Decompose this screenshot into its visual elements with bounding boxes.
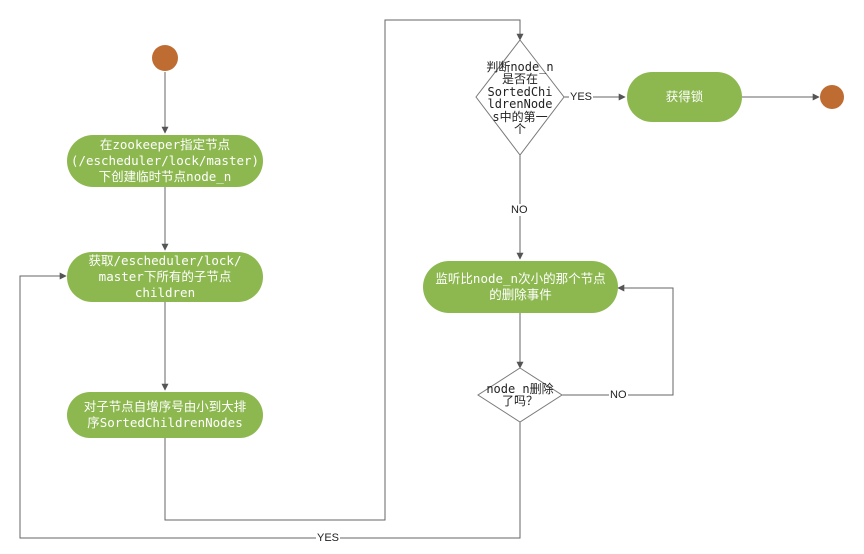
text-line: 个 — [513, 122, 526, 136]
check-deleted-text: node_n删除了吗？ — [478, 378, 562, 412]
text-line: 监听比node_n次小的那个节点 — [435, 271, 606, 286]
text-line: 了吗？ — [501, 394, 538, 408]
edge-label-yes-back: YES — [316, 532, 341, 544]
create-node-shape — [67, 135, 263, 187]
edge-deleted-yes-back — [19, 272, 521, 539]
text-line: (/escheduler/lock/master) — [70, 153, 260, 168]
text-line: s中的第一 — [492, 109, 548, 124]
text-line: 获取/escheduler/lock/ — [88, 253, 242, 268]
text-line: 序SortedChildrenNodes — [87, 415, 243, 430]
text-line: 对子节点自增序号由小到大排 — [83, 399, 247, 414]
text-line: master下所有的子节点 — [98, 269, 232, 284]
edge-sort-to-decision — [164, 19, 524, 521]
edge-label-no-loop: NO — [609, 389, 628, 401]
start-node — [152, 45, 178, 71]
edge-label-no-watch: NO — [510, 204, 529, 216]
text-line: 判断node_n — [486, 59, 554, 74]
text-line: 的删除事件 — [489, 287, 552, 302]
create-node-text: 在zookeeper指定节点(/escheduler/lock/master)下… — [67, 135, 263, 187]
get-children-shape — [67, 252, 263, 302]
acquire-lock-text: 获得锁 — [627, 72, 742, 122]
text-line: children — [134, 285, 196, 300]
edge-label-yes-acquire: YES — [569, 91, 594, 103]
acquire-lock-shape — [627, 72, 742, 122]
text-line: node_n删除 — [486, 381, 554, 396]
text-line: 是否在 — [501, 72, 538, 86]
text-line: SortedChi — [487, 84, 553, 99]
text-line: 下创建临时节点node_n — [98, 169, 232, 184]
end-node — [820, 85, 844, 109]
watch-prev-shape — [423, 261, 618, 313]
text-line: 获得锁 — [665, 89, 704, 104]
watch-prev-text: 监听比node_n次小的那个节点的删除事件 — [423, 261, 618, 313]
text-line: ldrenNode — [487, 97, 553, 111]
sort-children-shape — [67, 392, 263, 438]
sort-children-text: 对子节点自增序号由小到大排序SortedChildrenNodes — [67, 392, 263, 438]
check-deleted-shape — [477, 367, 563, 423]
text-line: 在zookeeper指定节点 — [99, 137, 231, 152]
check-first-shape — [475, 39, 565, 156]
